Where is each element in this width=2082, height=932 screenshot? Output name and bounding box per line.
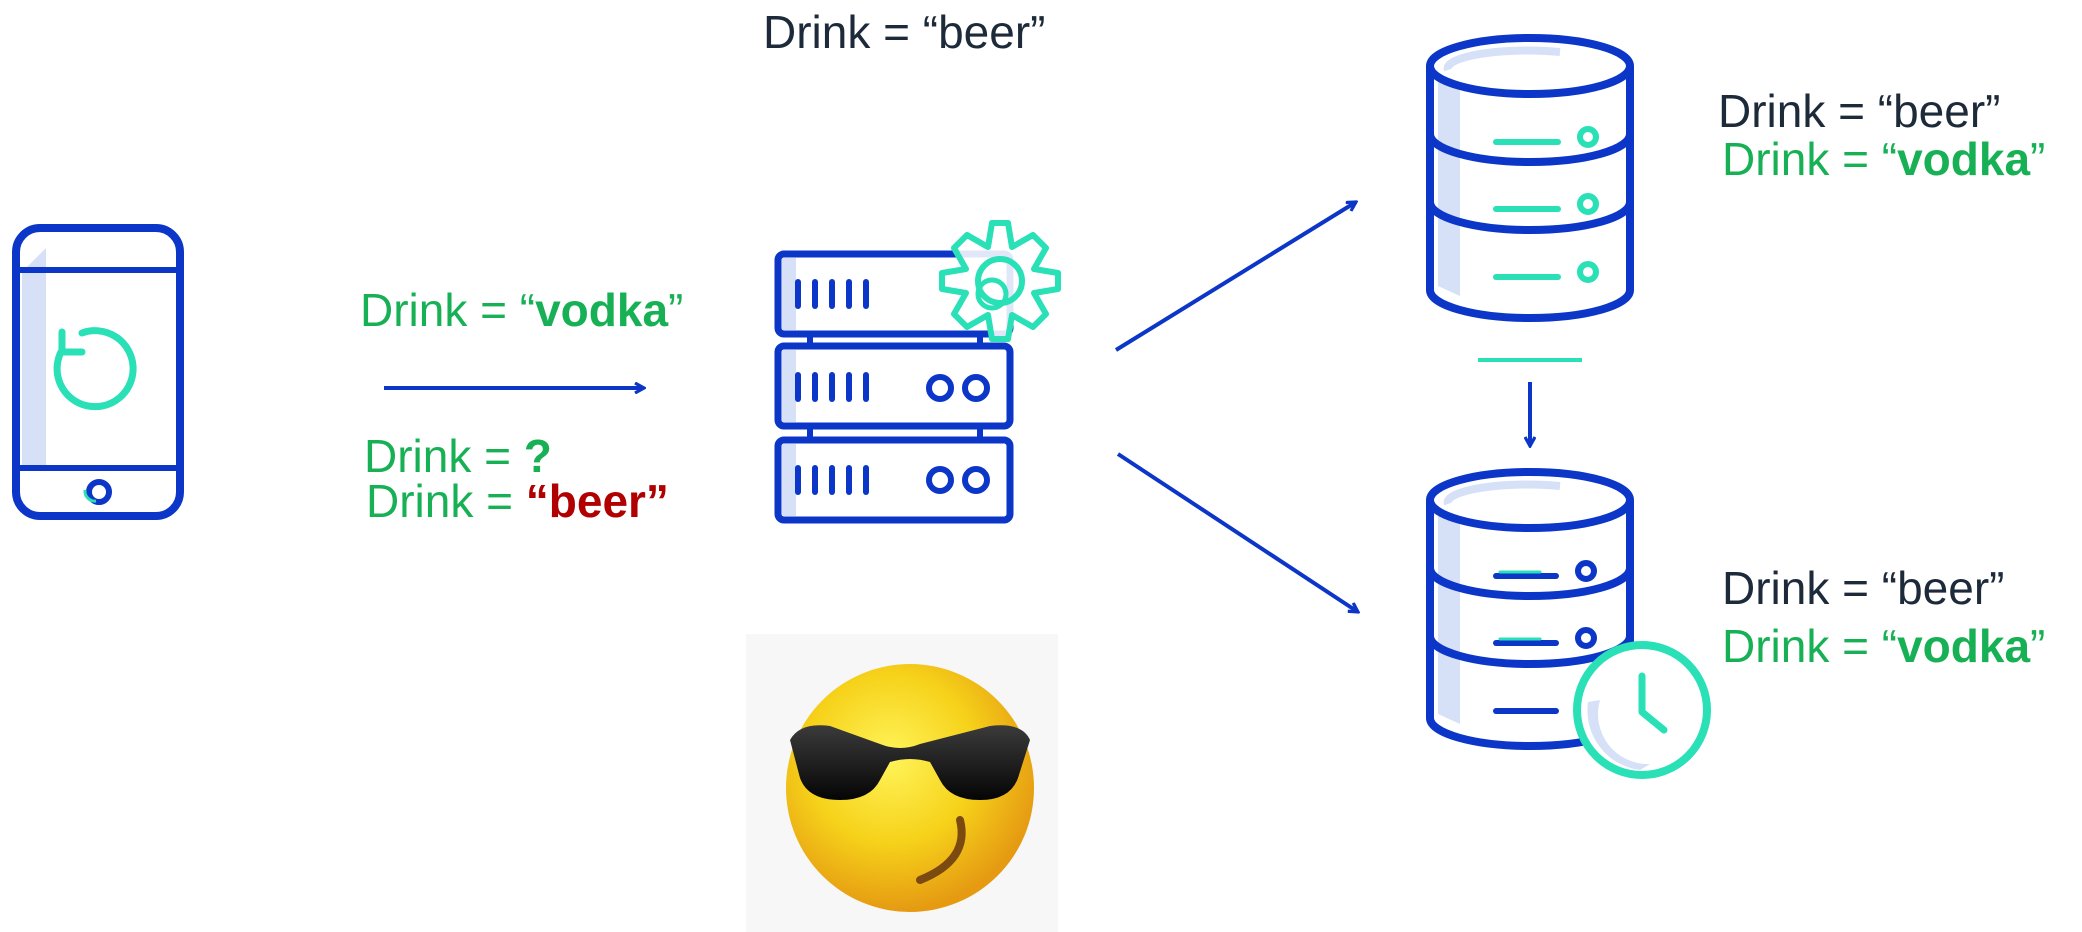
label-replica-db-new-value: vodka [1897,620,2031,672]
write-arrow-primary [1114,202,1356,352]
label-request-vodka: Drink = “vodka” [360,287,683,333]
label-reply-question-value: ? [523,430,552,482]
label-top-center: Drink = “beer” [763,9,1045,55]
label-reply-beer-prefix: Drink = [366,475,526,527]
clock-icon [1573,641,1711,779]
server-rack-gear-icon [774,220,1061,524]
database-icon [1426,34,1634,322]
label-replica-db-new: Drink = “vodka” [1722,623,2045,669]
mobile-phone-refresh-icon [12,224,184,520]
label-request-prefix: Drink = “ [360,284,536,336]
label-replica-db-old: Drink = “beer” [1722,565,2004,611]
label-reply-beer: Drink = “beer” [366,478,669,524]
label-request-value: vodka [535,284,669,336]
label-reply-beer-value: “beer” [525,475,669,527]
label-reply-question: Drink = ? [364,433,552,479]
sunglasses-smiley-icon [746,634,1058,932]
label-primary-db-new: Drink = “vodka” [1722,136,2045,182]
gear-icon [939,220,1061,342]
label-replica-db-new-suffix: ” [2030,620,2046,672]
label-top-center-text: Drink = “beer” [763,6,1046,58]
refresh-icon [53,327,137,411]
label-request-suffix: ” [668,284,684,336]
write-arrow-replica [1116,452,1358,612]
label-primary-db-old: Drink = “beer” [1718,88,2000,134]
label-replica-db-old-text: Drink = “beer” [1722,562,2005,614]
label-primary-db-new-value: vodka [1897,133,2031,185]
label-primary-db-new-suffix: ” [2030,133,2046,185]
label-primary-db-old-text: Drink = “beer” [1718,85,2001,137]
label-primary-db-new-prefix: Drink = “ [1722,133,1898,185]
database-clock-icon [1426,468,1711,779]
label-reply-question-prefix: Drink = [364,430,524,482]
label-replica-db-new-prefix: Drink = “ [1722,620,1898,672]
replication-arrow [1478,358,1582,446]
